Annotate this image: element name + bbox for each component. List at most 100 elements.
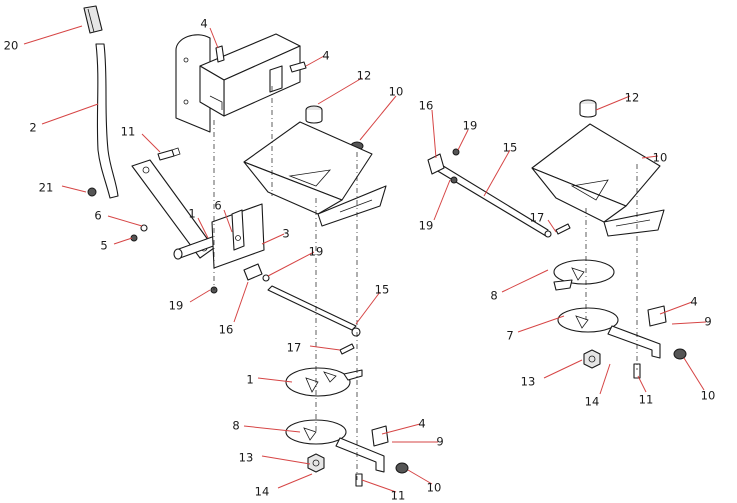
leader-line-c14a [599, 363, 611, 395]
leader-line-c15b [355, 291, 381, 325]
leader-line-c4a [209, 27, 219, 49]
leader-line-c6a [107, 215, 143, 227]
leader-line-c14b [277, 473, 313, 489]
leader-line-c10c [683, 357, 705, 391]
callout-c6b: 6 [214, 199, 221, 213]
leader-line-c10d [407, 469, 433, 485]
leader-line-c19b [433, 179, 451, 221]
leader-line-c15a [483, 149, 511, 197]
leader-line-c19c [267, 251, 315, 277]
shutter-plate-left [285, 419, 385, 473]
callout-c1b: 1 [246, 373, 253, 387]
callout-c5: 5 [100, 239, 107, 253]
lever-handle [95, 43, 119, 199]
bolt [157, 147, 181, 161]
leader-line-c11c [361, 479, 397, 493]
shutter-plate-right [557, 307, 661, 359]
leader-line-c4c [659, 301, 693, 315]
hopper-tray-left [243, 121, 387, 227]
leader-line-c19a [457, 129, 469, 151]
callout-c11c: 11 [391, 489, 406, 503]
leader-line-c16a [431, 109, 437, 159]
callout-c21: 21 [39, 181, 54, 195]
callout-c12b: 12 [625, 91, 640, 105]
cotter-pin-left [339, 343, 355, 355]
leader-line-c4b [305, 55, 325, 67]
leader-line-c6b [223, 209, 233, 233]
agitator-disk-left [285, 367, 363, 397]
leader-line-c1a [197, 217, 209, 239]
leader-line-c7 [517, 315, 565, 333]
leader-line-c9a [671, 321, 707, 325]
callout-c11b: 11 [639, 393, 654, 407]
callout-c19c: 19 [309, 245, 324, 259]
callout-c9b: 9 [436, 435, 443, 449]
callout-c16b: 16 [219, 323, 234, 337]
callout-c15b: 15 [375, 283, 390, 297]
callout-c10b: 10 [653, 151, 668, 165]
callout-c14a: 14 [585, 395, 600, 409]
handle-grip [83, 5, 103, 34]
callout-c4a: 4 [200, 17, 207, 31]
frame-tube [175, 33, 301, 133]
callout-c4c: 4 [690, 295, 697, 309]
leader-line-c13a [543, 359, 583, 379]
plate-bolts-left [355, 462, 409, 487]
leader-line-c11a [141, 133, 161, 153]
washer-nut [130, 224, 148, 242]
leader-line-c10a [359, 95, 397, 141]
control-rod-left [267, 285, 361, 337]
callout-c4b: 4 [322, 49, 329, 63]
callout-c19d: 19 [169, 299, 184, 313]
lever-nut [87, 187, 97, 197]
callout-c2: 2 [29, 121, 36, 135]
leader-line-c10b [641, 155, 659, 159]
callout-c8b: 8 [232, 419, 239, 433]
leader-line-c3 [261, 233, 285, 245]
callout-c12a: 12 [357, 69, 372, 83]
cotter-pin-right [555, 223, 571, 235]
callout-c13b: 13 [239, 451, 254, 465]
control-rod-right [427, 148, 552, 238]
leader-line-c16b [233, 281, 249, 323]
lock-nut-right [583, 349, 601, 369]
callout-c7: 7 [506, 329, 513, 343]
callout-c16a: 16 [419, 99, 434, 113]
callout-c1a: 1 [188, 207, 195, 221]
callout-c14b: 14 [255, 485, 270, 499]
right-assembly [427, 99, 687, 379]
hopper-cap-left [305, 105, 323, 124]
callout-c19b: 19 [419, 219, 434, 233]
callout-c4d: 4 [418, 417, 425, 431]
leader-line-c17a [547, 219, 557, 233]
top-bolts [215, 45, 307, 73]
leader-line-c12a [317, 77, 363, 105]
leader-line-c17b [309, 345, 341, 351]
plate-bolts-right [633, 348, 687, 379]
leader-line-c12b [595, 95, 631, 111]
callout-c6a: 6 [94, 209, 101, 223]
callout-c11a: 11 [121, 125, 136, 139]
leader-line-c19d [189, 289, 211, 303]
leader-line-c21 [61, 185, 87, 193]
hopper-cap-right [579, 99, 597, 118]
leader-line-c5 [113, 237, 133, 245]
leader-line-c2 [41, 103, 99, 125]
leader-line-c8b [243, 425, 301, 433]
leader-line-c4d [381, 423, 421, 435]
leader-line-c13b [261, 455, 311, 465]
callout-c13a: 13 [521, 375, 536, 389]
callout-c8a: 8 [490, 289, 497, 303]
lock-nut-left [307, 453, 325, 473]
callout-c10d: 10 [427, 481, 442, 495]
leader-line-c8a [501, 269, 549, 293]
pivot-bracket [211, 203, 265, 269]
callout-c17a: 17 [530, 211, 545, 225]
left-assembly [83, 5, 409, 487]
shutter-disk-right [553, 259, 615, 291]
callout-labels: 2022111441210161915121019176516319191615… [4, 17, 716, 503]
callout-c20: 20 [4, 39, 19, 53]
callout-c3: 3 [282, 227, 289, 241]
linkage-fittings-left [210, 263, 270, 294]
